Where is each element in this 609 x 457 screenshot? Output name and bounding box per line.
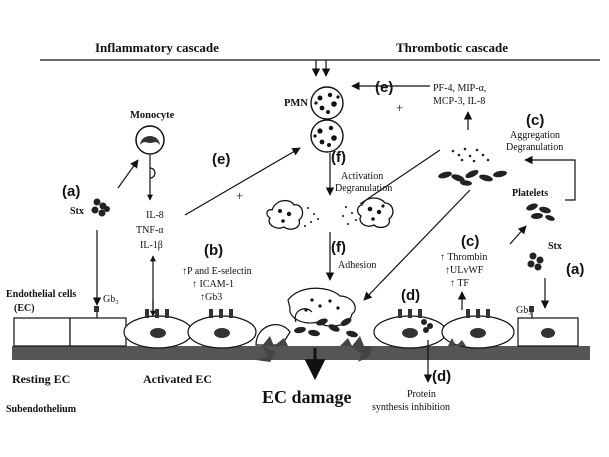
thrombotic-cascade-title: Thrombotic cascade [396,40,508,55]
cytokine-to-pmn-arrow [184,147,301,216]
resting-ec-cells [13,306,127,347]
activated-ec-label: Activated EC [143,372,212,386]
step-f-top: (f) [331,149,346,166]
degranulation-label-mid: Degranulation [335,183,392,194]
subendothelium-label: Subendothelium [6,404,77,415]
thrombin-line: ↑ Thrombin [440,252,487,263]
cytokine-tnf: TNF-α [136,225,164,236]
step-a-left: (a) [62,183,80,200]
aggregation-label: Aggregation [510,130,560,141]
monocyte-label: Monocyte [130,110,175,121]
thrombin-to-platelets-arrow [509,225,527,245]
tf-line: ↑ TF [450,278,469,289]
platelet-cluster-right [526,203,555,221]
protein-label: Protein [407,389,436,400]
step-e-left: (e) [212,151,230,168]
step-c-top: (c) [526,112,544,129]
selectin-line: ↑P and E-selectin [182,266,252,277]
gb3-left-label: Gb₃ [103,294,119,305]
resting-ec-label: Resting EC [12,372,70,386]
platelet-aux-line [359,149,441,205]
platelet-cluster-top [438,147,507,186]
ulvwf-line: ↑ULvWF [445,265,484,276]
gb3-right-label: Gb₃ [516,305,532,316]
monocyte-loop [149,167,156,179]
step-e-top: (e) [375,79,393,96]
platelet-loop-arrow [524,155,576,201]
platelets-label: Platelets [512,188,548,199]
chemokine-line-1: PF-4, MIP-α, [433,83,486,94]
step-c-mid: (c) [461,233,479,250]
ec-abbr: (EC) [14,303,35,314]
degranulating-pmn-left [266,199,319,230]
ec-damage-label: EC damage [262,387,352,407]
step-b: (b) [204,242,223,259]
stx-toxin-left [91,198,110,217]
protein-synthesis-label: synthesis inhibition [372,402,450,413]
activated-ec-cells [123,309,257,349]
adhesion-label: Adhesion [338,260,376,271]
damaged-ec-region [255,287,372,362]
icam-line: ↑ ICAM-1 [192,279,234,290]
degranulating-pmn-right [342,197,394,229]
chemokine-line-2: MCP-3, IL-8 [433,96,485,107]
step-f-mid: (f) [331,239,346,256]
plus-e-top: + [396,100,403,115]
step-a-right: (a) [566,261,584,278]
platelet-to-damage-arrow [363,189,471,301]
activation-label: Activation [341,171,383,182]
basement-membrane [12,346,590,360]
stx-to-monocyte-arrow [117,159,139,189]
plus-e-left: + [236,188,243,203]
pmn-cell-top [310,86,344,120]
pmn-cell-bottom [310,119,344,153]
step-d-bottom: (d) [432,368,451,385]
cytokine-il1b: IL-1β [140,240,163,251]
degranulation-label-top: Degranulation [506,142,563,153]
monocyte-cell [135,125,165,155]
inflammatory-cascade-title: Inflammatory cascade [95,40,219,55]
cytokine-il8: IL-8 [146,210,164,221]
ec-cells-right [373,306,579,349]
gb3-up-line: ↑Gb3 [200,292,222,303]
step-d-left: (d) [401,287,420,304]
stx-left-label: Stx [70,206,84,217]
ec-title: Endothelial cells [6,289,76,300]
stx-right-label: Stx [548,241,562,252]
pmn-label: PMN [284,98,308,109]
stx-toxin-right [527,252,544,271]
